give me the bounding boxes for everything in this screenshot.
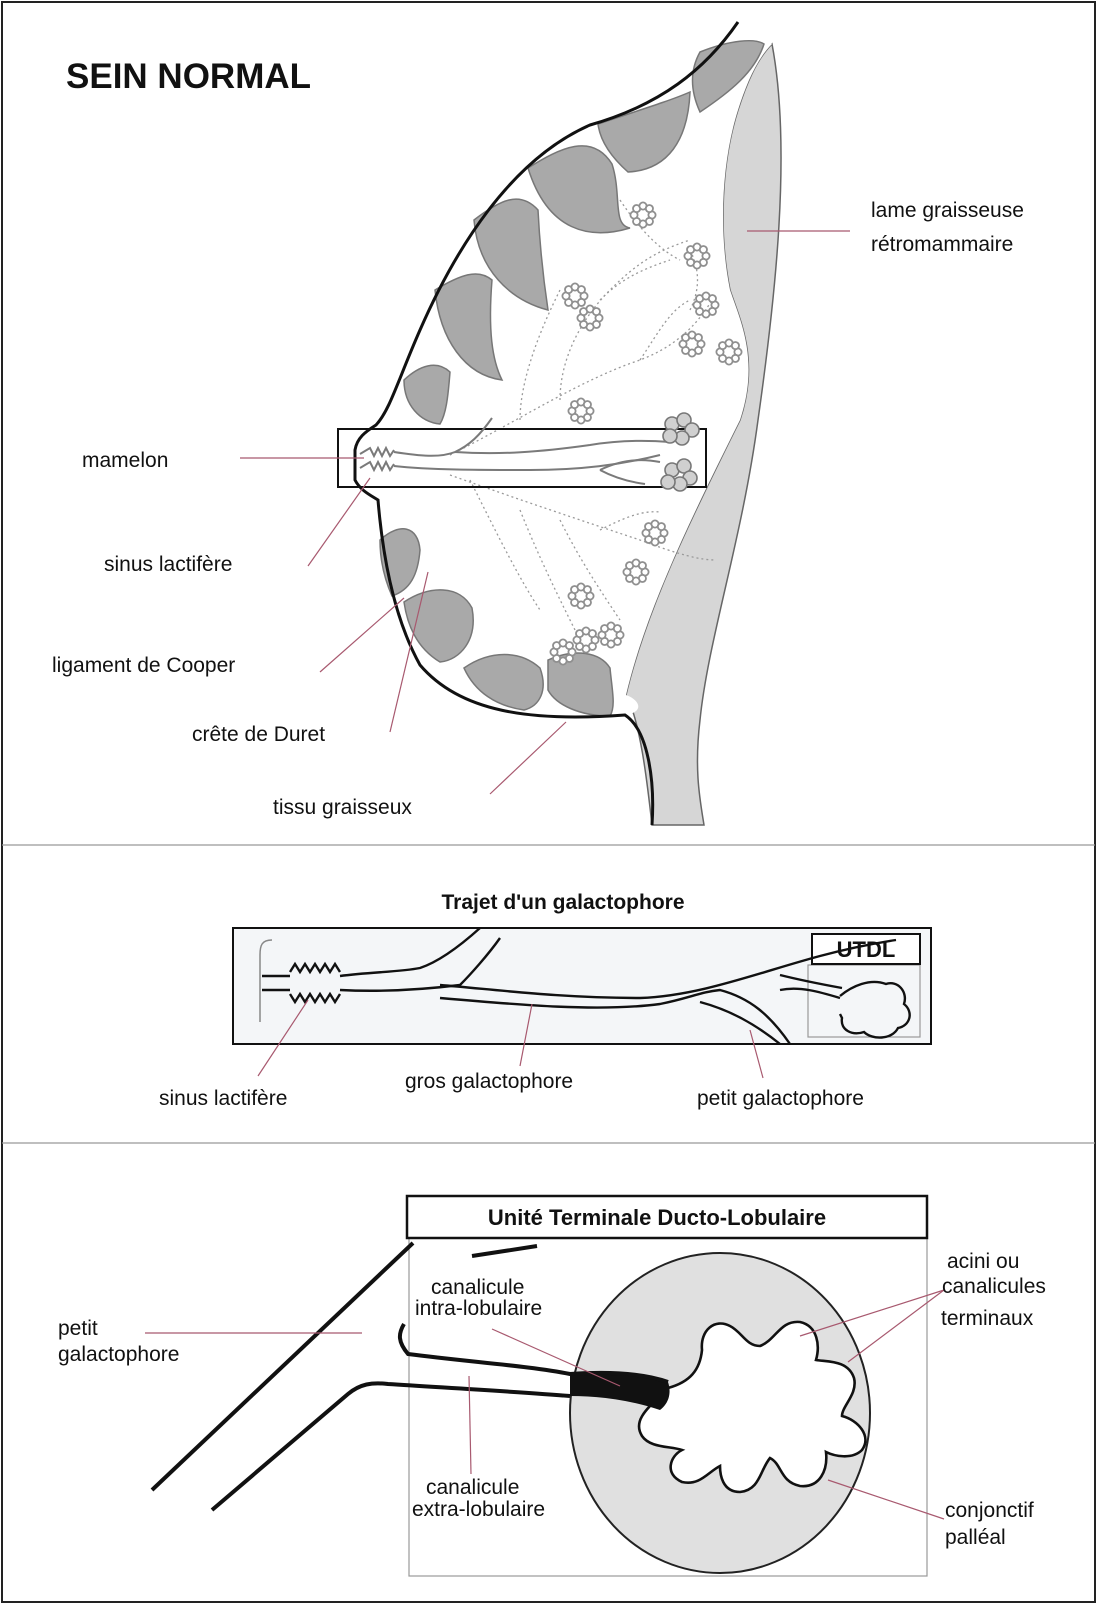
label-extra-lobulaire: extra-lobulaire xyxy=(412,1498,545,1521)
acinus-dot xyxy=(639,562,646,569)
panel-sein-normal: SEIN NORMAL xyxy=(52,22,1024,825)
label-canalicules: canalicules xyxy=(942,1275,1046,1298)
acinus-dot xyxy=(658,523,665,530)
label-petit: petit xyxy=(58,1317,98,1340)
label-mamelon: mamelon xyxy=(82,449,168,472)
acinus-dot xyxy=(566,642,573,649)
label-conjonctif: conjonctif xyxy=(945,1499,1034,1522)
label-sinus-lactifere: sinus lactifère xyxy=(104,553,232,576)
utdl-title: Unité Terminale Ducto-Lobulaire xyxy=(488,1205,826,1230)
labels-panel3: petit galactophore canalicule intra-lobu… xyxy=(58,1250,1046,1549)
acinus-dot xyxy=(695,334,702,341)
acinus-dot xyxy=(700,246,707,253)
label-palleal: palléal xyxy=(945,1526,1006,1549)
panel-utdl: Unité Terminale Ducto-Lobulaire petit ga… xyxy=(58,1196,1046,1576)
label-lame-graisseuse: lame graisseuse xyxy=(871,199,1024,222)
label-gros-galactophore: gros galactophore xyxy=(405,1070,573,1093)
label-petit-galactophore: petit galactophore xyxy=(697,1087,864,1110)
acinus-dot xyxy=(646,205,653,212)
label-galactophore: galactophore xyxy=(58,1343,179,1366)
page-title: SEIN NORMAL xyxy=(66,57,311,96)
label-canalicule-intra: canalicule xyxy=(431,1276,524,1299)
label-tissu-graisseux: tissu graisseux xyxy=(273,796,412,819)
acinus-dot xyxy=(578,286,585,293)
panel2-title: Trajet d'un galactophore xyxy=(441,891,684,914)
acinus-dot xyxy=(593,308,600,315)
acinus-dot xyxy=(584,401,591,408)
acinus-dot xyxy=(732,342,739,349)
acinus-dot xyxy=(584,586,591,593)
panel-trajet-galactophore: Trajet d'un galactophore UTDL xyxy=(159,891,931,1110)
label-intra-lobulaire: intra-lobulaire xyxy=(415,1297,542,1320)
label-acini-ou: acini ou xyxy=(947,1250,1019,1273)
label-crete-duret: crête de Duret xyxy=(192,723,325,746)
label-terminaux: terminaux xyxy=(941,1307,1034,1330)
labels-panel2: sinus lactifère gros galactophore petit … xyxy=(159,1070,864,1110)
label-ligament-cooper: ligament de Cooper xyxy=(52,654,235,677)
acinus-dot xyxy=(709,295,716,302)
label-canalicule-extra: canalicule xyxy=(426,1476,519,1499)
label-sinus-lactifere-2: sinus lactifère xyxy=(159,1087,287,1110)
acinus-dot xyxy=(589,630,596,637)
label-retromammaire: rétromammaire xyxy=(871,233,1013,256)
acinus-dot xyxy=(614,625,621,632)
